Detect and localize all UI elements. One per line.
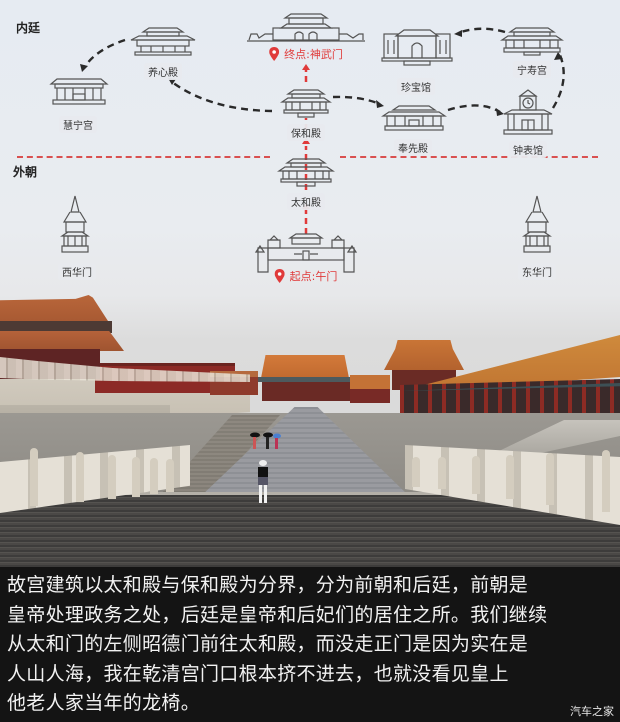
caption-line: 人山人海，我在乾清宫门口根本挤不进去，也就没看见皇上 [7, 662, 509, 685]
tourist-walking [258, 460, 268, 503]
label-xihuamen: 西华门 [58, 263, 96, 280]
label-baohedian: 保和殿 [287, 124, 325, 141]
tourists-with-umbrellas [250, 432, 281, 449]
palace-route-map: 内廷 外朝 慧宁宫 养心殿 终点:神武门 保和殿 珍宝馆 宁寿宫 [0, 0, 620, 290]
balustrade-post [506, 455, 514, 499]
balustrade-post [132, 457, 140, 497]
gate-body [262, 379, 350, 401]
gate-icon-wumen [254, 232, 358, 276]
tower-icon-xihuamen [58, 194, 92, 256]
label-ningshougong: 宁寿宫 [513, 61, 551, 78]
label-zhongbiaoguan: 钟表馆 [509, 141, 547, 158]
caption-line: 从太和门的左侧昭德门前往太和殿，而没走正门是因为实在是 [7, 633, 529, 655]
label-taihedian: 太和殿 [287, 193, 325, 210]
location-pin-icon [269, 47, 280, 61]
balustrade-post [438, 457, 446, 489]
hall-roof-lower [0, 331, 124, 351]
label-zhenbaoguan: 珍宝馆 [397, 78, 435, 95]
balustrade-post [472, 456, 480, 494]
label-fengxiandian: 奉先殿 [394, 139, 432, 156]
hall-eaves [0, 321, 112, 333]
balustrade-post [546, 453, 554, 505]
label-huiningong: 慧宁宫 [59, 116, 97, 133]
balustrade-post [150, 458, 158, 494]
zone-label-inner-court: 内廷 [16, 21, 41, 35]
hall-icon-taihedian [277, 157, 335, 187]
forbidden-city-photo [0, 285, 620, 567]
tower-icon-donghuamen [520, 194, 554, 256]
balustrade-post [412, 457, 420, 487]
clock-tower-icon-zhongbiaoguan [500, 88, 556, 138]
corridor-beam [400, 383, 620, 391]
balustrade-post [76, 452, 84, 502]
zone-label-outer-court: 外朝 [13, 165, 38, 179]
balustrade-post [30, 448, 38, 506]
watermark: 汽车之家 [570, 705, 614, 718]
hall-icon-yangxindian [129, 26, 197, 56]
caption-block: 故宫建筑以太和殿与保和殿为分界，分为前朝和后廷，前朝是 皇帝处理政务之处，后廷是… [0, 567, 620, 722]
gate-side-roof [350, 375, 390, 389]
scene: 内廷 外朝 慧宁宫 养心殿 终点:神武门 保和殿 珍宝馆 宁寿宫 [0, 0, 620, 567]
hall-icon-baohedian [280, 88, 332, 118]
tower-roof [384, 340, 464, 370]
balustrade-post [166, 459, 174, 492]
gate-icon-shenwumen [247, 12, 365, 44]
gate-band [258, 377, 352, 382]
hall-icon-ningshougong [500, 26, 564, 56]
gate-roof [260, 355, 350, 379]
hall-icon-fengxiandian [381, 104, 447, 134]
bridge-edge [0, 492, 620, 496]
hall-icon-huiningong [47, 76, 111, 106]
location-pin-icon [274, 269, 285, 283]
hall-icon-zhenbaoguan [380, 28, 454, 66]
hall-roof-upper [0, 295, 108, 321]
end-point-label: 终点:神武门 [269, 46, 343, 62]
label-yangxindian: 养心殿 [144, 63, 182, 80]
court-divider-left [17, 156, 270, 158]
label-donghuamen: 东华门 [518, 263, 556, 280]
caption-line: 他老人家当年的龙椅。 [7, 692, 201, 714]
start-point-text: 起点:午门 [289, 270, 338, 283]
caption-line: 皇帝处理政务之处，后廷是皇帝和后妃们的居住之所。我们继续 [7, 603, 548, 626]
court-divider-right [340, 156, 598, 158]
gate-side-body [350, 389, 390, 403]
caption-line: 故宫建筑以太和殿与保和殿为分界，分为前朝和后廷，前朝是 [7, 574, 529, 596]
balustrade-post [602, 450, 610, 512]
start-point-label: 起点:午门 [274, 268, 338, 284]
end-point-text: 终点:神武门 [284, 48, 343, 61]
balustrade-post [108, 455, 116, 499]
